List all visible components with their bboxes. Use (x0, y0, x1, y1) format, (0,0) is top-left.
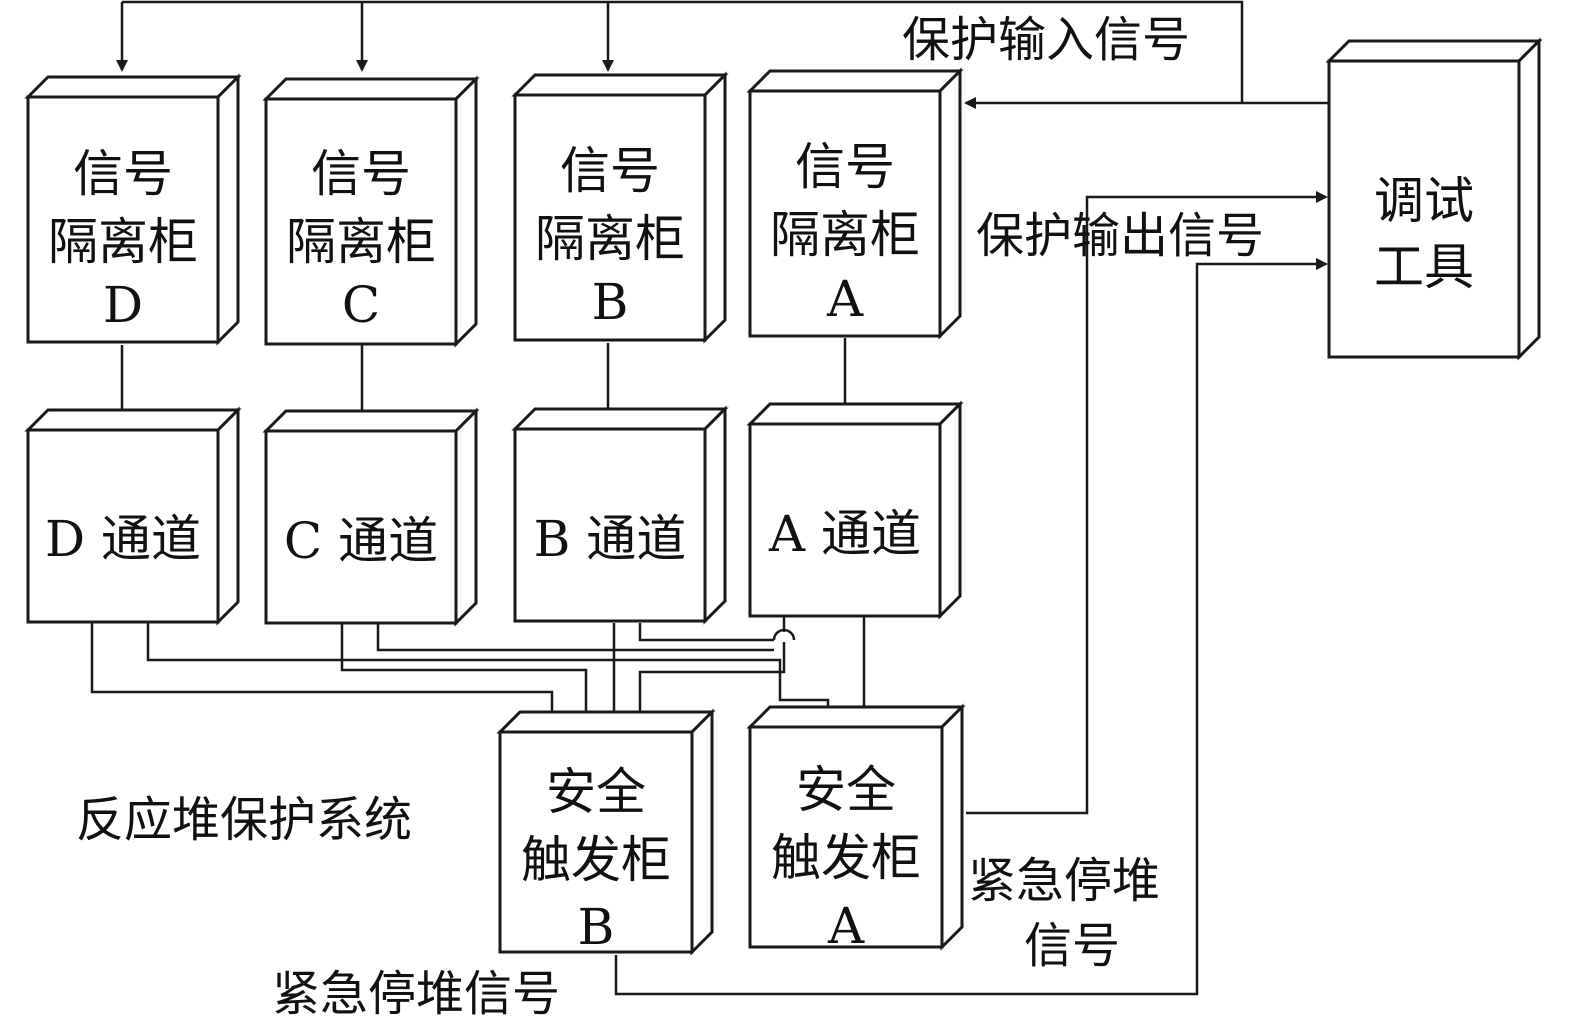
ch-d-to-trip-b (90, 623, 554, 712)
trip-cabinet-a-side-face (940, 703, 964, 951)
channel-b-box-label-line-1: B 通道 (534, 510, 687, 568)
isolation-cabinet-d-label-line-2: 隔离柜 (48, 213, 198, 271)
trip-cabinet-a-label-line-3: A (827, 897, 865, 955)
isolation-cabinet-b-top-face (511, 73, 729, 97)
debug-tool-box-top-face (1325, 39, 1543, 63)
trip-a-estop-wire (966, 191, 1328, 815)
channel-c-box-label-line-1: C 通道 (284, 512, 438, 570)
channel-c-box-front-face (264, 429, 458, 625)
isolation-cabinet-a-front-face (748, 89, 942, 338)
channel-c-box-top-face (262, 409, 480, 433)
isolation-cabinet-d-label-line-1: 信号 (73, 145, 173, 203)
channel-b-box: B 通道 (511, 405, 729, 625)
channel-d-box-label-line-1: D 通道 (45, 510, 201, 568)
trip-cabinet-a-top-face (746, 705, 966, 729)
estop-right-label-line2: 信号 (1024, 918, 1120, 974)
channel-a-box-label-line-1: A 通道 (768, 505, 921, 563)
isolation-cabinet-d-side-face (216, 73, 240, 346)
channel-d-box-top-face (24, 408, 242, 432)
estop-right-label-line1: 紧急停堆 (968, 853, 1160, 909)
isolation-cabinet-b-label-line-3: B (592, 273, 629, 331)
debug-tool-box-front-face (1327, 59, 1521, 359)
isolation-cabinet-b-label-line-2: 隔离柜 (535, 210, 685, 268)
isolation-cabinet-c-side-face (454, 75, 478, 348)
isolation-cabinet-d-top-face (24, 75, 242, 99)
system-name-label: 反应堆保护系统 (76, 792, 412, 848)
isolation-cabinet-d-front-face (26, 95, 220, 344)
isolation-cabinet-c-front-face (264, 97, 458, 346)
channel-a-box-top-face (746, 402, 964, 426)
isolation-cabinet-a-side-face (938, 67, 962, 340)
trip-cabinet-b-side-face (690, 708, 714, 956)
channel-b-box-top-face (511, 407, 729, 431)
ch-a-crossover-hop (772, 628, 796, 641)
channel-d-box-front-face (26, 428, 220, 624)
ch-c-to-trip-b (340, 623, 588, 712)
isolation-cabinet-d-label-line-3: D (103, 276, 143, 334)
trip-cabinet-b-front-face (498, 730, 694, 954)
isolation-cabinet-b-front-face (513, 93, 707, 342)
isolation-cabinet-c-label-line-2: 隔离柜 (286, 213, 436, 271)
trip-cabinet-b-top-face (496, 710, 716, 734)
isolation-cabinet-a-label-line-3: A (826, 270, 864, 328)
trip-cabinet-a-front-face (748, 725, 944, 949)
channel-b-box-side-face (703, 405, 727, 625)
trip-b-estop-wire (614, 258, 1328, 996)
ch-a-to-trip-b-route (638, 642, 786, 712)
free-labels: 保护输入信号 保护输出信号 反应堆保护系统 紧急停堆 信号 紧急停堆信号 (76, 12, 1264, 1022)
trip-cabinet-a-label-line-2: 触发柜 (771, 829, 921, 887)
trip-cabinet-b-label-line-2: 触发柜 (521, 831, 671, 889)
ch-d-to-trip-a (146, 623, 830, 710)
isolation-cabinet-a-label-line-2: 隔离柜 (770, 206, 920, 264)
debug-tool-box-label-line-1: 调试 (1374, 172, 1474, 230)
ch-b-to-trip-a (638, 623, 774, 642)
channel-b-box-front-face (513, 427, 707, 623)
input-bus-wire (122, 0, 1244, 103)
isolation-cabinet-b-label-line-1: 信号 (560, 142, 660, 200)
isolation-cabinet-c-label-line-3: C (342, 276, 380, 334)
trip-cabinet-a-label-line-1: 安全 (796, 761, 896, 819)
protection-output-label: 保护输出信号 (976, 208, 1264, 264)
channel-d-box: D 通道 (24, 406, 242, 626)
estop-bottom-label: 紧急停堆信号 (272, 966, 560, 1022)
channel-a-box: A 通道 (746, 400, 964, 620)
trip-cabinet-b-label-line-1: 安全 (546, 763, 646, 821)
channel-a-box-side-face (938, 400, 962, 620)
channel-a-box-front-face (748, 422, 942, 618)
isolation-cabinet-a-top-face (746, 69, 964, 93)
debug-tool-box-side-face (1517, 37, 1541, 361)
wires (90, 0, 1330, 996)
isolation-cabinet-b-side-face (703, 71, 727, 344)
trip-cabinet-b-label-line-3: B (578, 898, 615, 956)
isolation-cabinet-a-label-line-1: 信号 (795, 138, 895, 196)
channel-d-box-side-face (216, 406, 240, 626)
ch-c-to-trip-a (376, 623, 774, 652)
channel-c-box-side-face (454, 407, 478, 627)
debug-tool-box-label-line-2: 工具 (1374, 238, 1474, 296)
isolation-cabinet-c-top-face (262, 77, 480, 101)
protection-input-label: 保护输入信号 (902, 12, 1190, 68)
channel-c-box: C 通道 (262, 407, 480, 627)
isolation-cabinet-c-label-line-1: 信号 (311, 145, 411, 203)
